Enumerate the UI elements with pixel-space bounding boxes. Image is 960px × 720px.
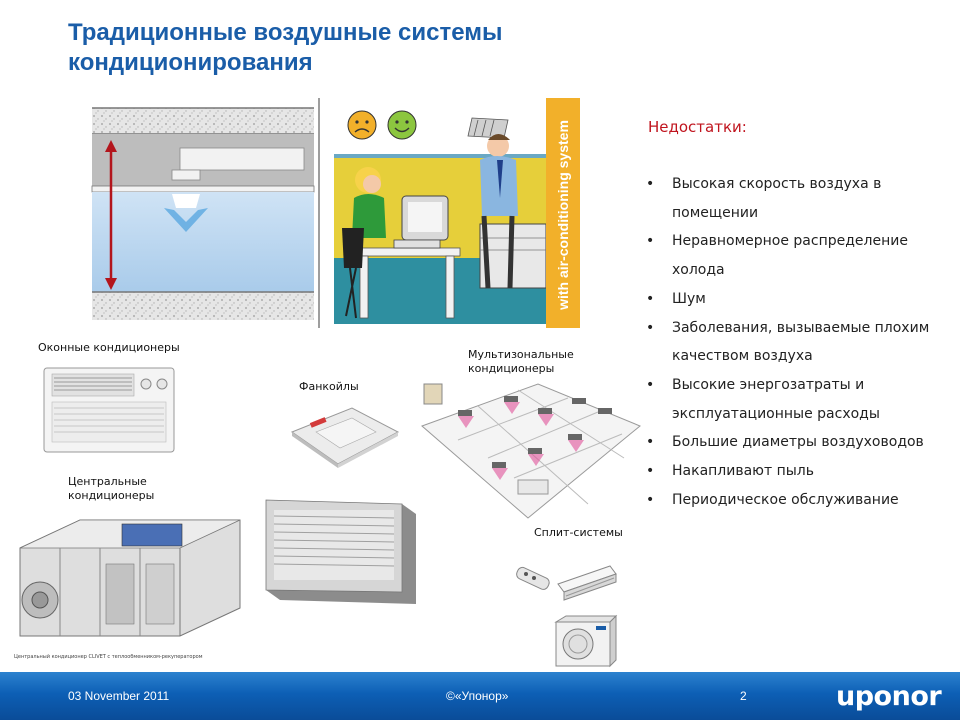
split-remote-image: [510, 560, 552, 604]
window-ac-drawing: [43, 367, 175, 453]
duct-room-illustration: [84, 98, 316, 328]
uponor-logo: uponor: [836, 681, 942, 712]
list-item: Большие диаметры воздуховодов: [642, 428, 942, 457]
central-ac-label-line-2: кондиционеры: [68, 489, 155, 502]
footer-date: 03 November 2011: [68, 689, 170, 703]
slide-title: Традиционные воздушные системы кондицион…: [68, 18, 708, 78]
indoor-unit-drawing: [557, 565, 617, 601]
split-systems-label: Сплит-системы: [534, 526, 623, 539]
slide-footer: 03 November 2011 ©«Упонор» 2 uponor: [0, 672, 960, 720]
central-ac-drawing: [19, 519, 241, 637]
multizone-label-line-1: Мультизональные: [468, 348, 574, 361]
split-outdoor-unit-image: [552, 614, 618, 674]
duct-room-drawing: [84, 98, 316, 328]
fancoils-label: Фанкойлы: [299, 380, 359, 393]
central-ac-image: [10, 508, 246, 652]
fancoil-cassette-image: [286, 402, 402, 474]
multizone-label: Мультизональные кондиционеры: [468, 348, 574, 376]
multizone-drawing: [421, 383, 641, 519]
list-item: Заболевания, вызываемые плохим качеством…: [642, 314, 942, 371]
illustration-divider: [318, 98, 320, 328]
disadvantages-list: Высокая скорость воздуха в помещении Нер…: [642, 170, 942, 514]
fancoil-floor-image: [262, 494, 420, 618]
footer-copyright: ©«Упонор»: [446, 689, 509, 703]
split-indoor-unit-image: [554, 562, 620, 610]
multizone-label-line-2: кондиционеры: [468, 362, 555, 375]
central-ac-label: Центральные кондиционеры: [68, 475, 154, 503]
office-scene-illustration: [320, 98, 580, 328]
side-strip: with air-conditioning system: [546, 98, 580, 328]
outdoor-unit-drawing: [554, 614, 618, 668]
slide-title-line-1: Традиционные воздушные системы: [68, 19, 503, 46]
side-strip-label: with air-conditioning system: [555, 120, 571, 310]
central-ac-caption: Центральный кондиционер CLIVET с теплооб…: [14, 654, 203, 660]
page-number: 2: [740, 689, 747, 703]
window-ac-image: [42, 366, 176, 458]
central-ac-label-line-1: Центральные: [68, 475, 147, 488]
window-ac-label: Оконные кондиционеры: [38, 341, 180, 354]
multizone-image: [418, 378, 644, 532]
floor-fancoil-drawing: [262, 494, 420, 614]
list-item: Высокие энергозатраты и эксплуатационные…: [642, 371, 942, 428]
slide-title-line-2: кондиционирования: [68, 49, 313, 76]
office-scene-drawing: [320, 98, 547, 328]
list-item: Шум: [642, 285, 942, 314]
list-item: Периодическое обслуживание: [642, 486, 942, 515]
cassette-drawing: [290, 407, 400, 468]
remote-drawing: [516, 566, 550, 590]
disadvantages-heading: Недостатки:: [648, 118, 747, 136]
list-item: Накапливают пыль: [642, 457, 942, 486]
list-item: Неравномерное распределение холода: [642, 227, 942, 284]
list-item: Высокая скорость воздуха в помещении: [642, 170, 942, 227]
